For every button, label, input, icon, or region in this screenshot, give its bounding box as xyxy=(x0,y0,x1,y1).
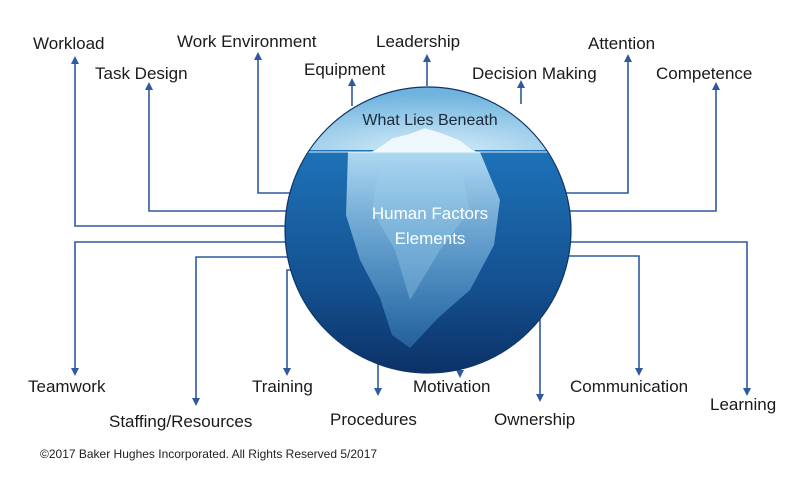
connector-learning xyxy=(565,241,751,396)
label-work-environment: Work Environment xyxy=(177,32,317,51)
globe-caption: What Lies Beneath xyxy=(362,112,497,129)
label-competence: Competence xyxy=(656,64,752,83)
label-staffing-resources: Staffing/Resources xyxy=(109,412,252,431)
label-learning: Learning xyxy=(710,395,776,414)
label-leadership: Leadership xyxy=(376,32,460,51)
center-title-line2: Elements xyxy=(395,229,466,248)
label-equipment: Equipment xyxy=(304,60,386,79)
connector-competence xyxy=(565,82,720,212)
connector-attention xyxy=(560,54,632,194)
iceberg-tip xyxy=(370,127,478,153)
connector-communication xyxy=(560,255,643,376)
connector-workload xyxy=(71,56,300,227)
label-attention: Attention xyxy=(588,34,655,53)
label-workload: Workload xyxy=(33,34,105,53)
center-title-line1: Human Factors xyxy=(372,204,488,223)
label-ownership: Ownership xyxy=(494,410,575,429)
connector-staffing xyxy=(192,256,300,406)
label-communication: Communication xyxy=(570,377,688,396)
label-procedures: Procedures xyxy=(330,410,417,429)
connector-task-design xyxy=(145,82,300,212)
label-decision-making: Decision Making xyxy=(472,64,597,83)
iceberg-globe: What Lies Beneath Human Factors Elements xyxy=(284,86,572,374)
iceberg-body xyxy=(346,152,500,348)
label-motivation: Motivation xyxy=(413,377,490,396)
connector-work-environment xyxy=(254,52,300,194)
connector-teamwork xyxy=(71,241,300,376)
label-training: Training xyxy=(252,377,313,396)
label-task-design: Task Design xyxy=(95,64,188,83)
copyright-notice: ©2017 Baker Hughes Incorporated. All Rig… xyxy=(40,447,377,461)
label-teamwork: Teamwork xyxy=(28,377,106,396)
